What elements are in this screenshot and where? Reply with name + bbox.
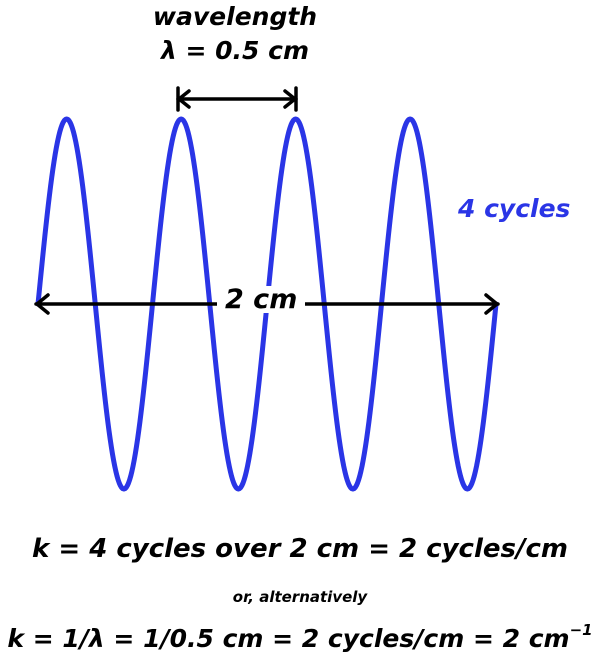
equation-2-main: k = 1/λ = 1/0.5 cm = 2 cycles/cm = 2 cm bbox=[7, 624, 570, 653]
cycles-count-label: 4 cycles bbox=[458, 194, 571, 223]
equation-inverse-wavelength: k = 1/λ = 1/0.5 cm = 2 cycles/cm = 2 cm−… bbox=[0, 621, 600, 653]
span-length-label: 2 cm bbox=[217, 286, 306, 313]
alternatively-label: or, alternatively bbox=[232, 588, 368, 606]
wavelength-arrow bbox=[176, 86, 298, 112]
equation-2-exponent: −1 bbox=[569, 621, 593, 639]
wavelength-value: λ = 0.5 cm bbox=[160, 36, 310, 65]
equation-cycles-over-length: k = 4 cycles over 2 cm = 2 cycles/cm bbox=[32, 534, 568, 564]
wavelength-label: wavelength bbox=[152, 2, 318, 31]
